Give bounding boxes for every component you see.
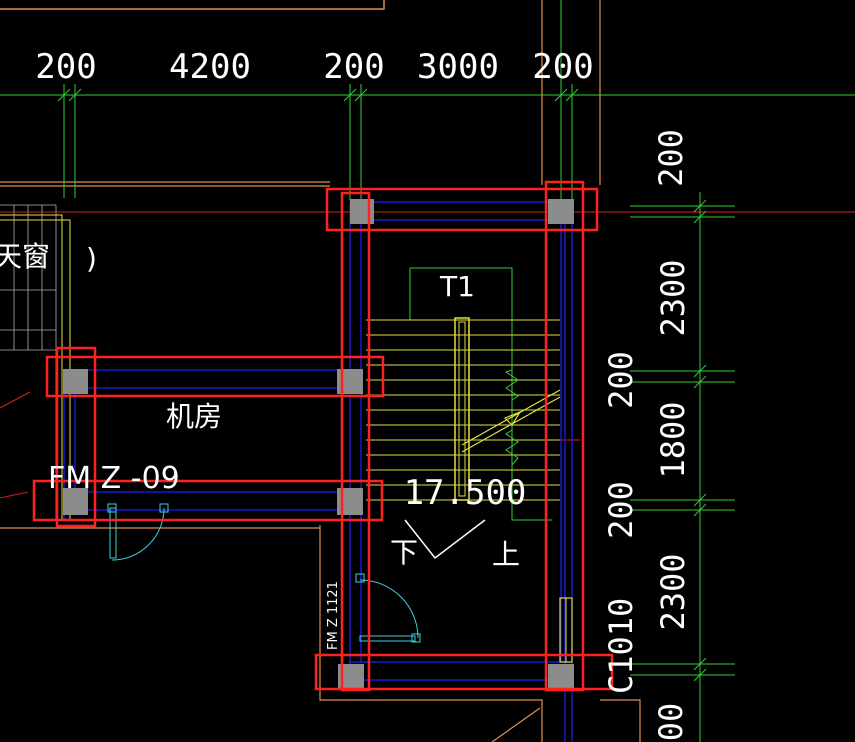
beam-highlight bbox=[32, 479, 384, 522]
dim-right-1800: 1800 bbox=[654, 401, 692, 478]
column bbox=[63, 488, 88, 515]
column bbox=[548, 664, 574, 689]
beam-highlight bbox=[314, 653, 614, 691]
label-room: 机房 bbox=[166, 400, 222, 433]
label-paren: ) bbox=[86, 242, 97, 275]
column bbox=[548, 199, 574, 224]
dim-right-2300-a: 2300 bbox=[654, 259, 692, 336]
beam-highlights bbox=[32, 180, 614, 692]
door-left bbox=[107, 503, 169, 561]
dim-right-00: 00 bbox=[652, 703, 690, 742]
stair-handrail-inner bbox=[458, 321, 466, 497]
label-elevation: 17.500 bbox=[404, 473, 527, 513]
dim-right-200-c: 200 bbox=[602, 481, 640, 539]
skylight-frame bbox=[0, 214, 71, 520]
label-door-tag: FM Z -09 bbox=[48, 461, 180, 496]
stair-shaft-outline bbox=[410, 267, 552, 521]
beam-highlight bbox=[340, 191, 371, 692]
right-dimension-lines bbox=[630, 192, 735, 742]
dim-top-200-c: 200 bbox=[532, 47, 593, 87]
label-door-tag-vertical: FM Z 1121 bbox=[326, 581, 341, 650]
dim-right-2300-b: 2300 bbox=[654, 553, 692, 630]
stair-handrail bbox=[454, 317, 470, 501]
beam-highlight bbox=[55, 346, 97, 528]
label-window-fragment: 天窗 bbox=[0, 240, 50, 273]
dim-right-200-a: 200 bbox=[652, 129, 690, 187]
label-down: 下 bbox=[390, 536, 418, 569]
outline-top-frame bbox=[0, 0, 385, 10]
down-up-triangle bbox=[404, 519, 486, 560]
stair-break-symbol bbox=[504, 369, 519, 466]
label-up: 上 bbox=[492, 538, 520, 571]
door-stair bbox=[355, 573, 421, 643]
column bbox=[350, 199, 374, 224]
column bbox=[63, 369, 88, 394]
axis-leader bbox=[0, 391, 31, 409]
beam-highlight bbox=[45, 355, 385, 398]
label-window-tag: C1010 bbox=[602, 598, 640, 694]
dim-top-200-b: 200 bbox=[323, 47, 384, 87]
stair-direction-arrow bbox=[461, 389, 561, 453]
label-stair-tag: T1 bbox=[439, 270, 475, 303]
axis-leader-2 bbox=[0, 491, 29, 499]
dim-right-200-b: 200 bbox=[602, 351, 640, 409]
columns bbox=[63, 199, 574, 689]
top-dimension-lines bbox=[0, 0, 855, 200]
dim-top-200-a: 200 bbox=[35, 47, 96, 87]
dim-top-3000: 3000 bbox=[417, 47, 499, 87]
beam-highlight bbox=[325, 187, 599, 232]
dim-top-4200: 4200 bbox=[169, 47, 251, 87]
